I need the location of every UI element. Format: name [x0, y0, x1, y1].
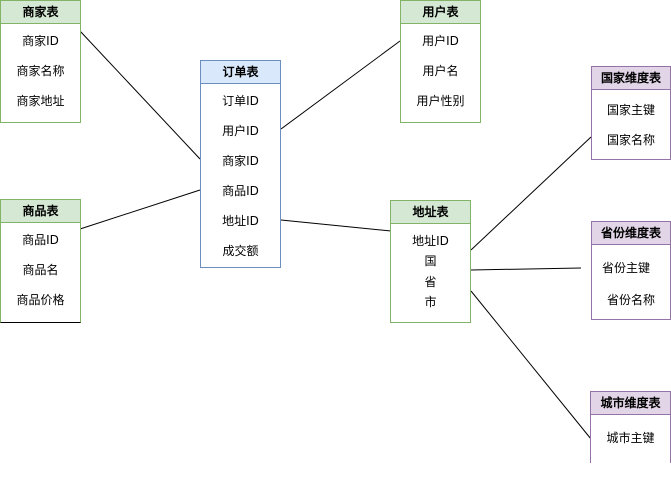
order-table[interactable]: 订单表 订单ID 用户ID 商家ID 商品ID 地址ID 成交额 — [200, 60, 281, 268]
edge-address-city — [470, 290, 592, 440]
city-table-title: 城市维度表 — [591, 392, 670, 415]
province-dimension-table[interactable]: 省份维度表 省份主键 省份名称 — [591, 221, 671, 320]
country-field: 国家名称 — [606, 133, 655, 147]
edge-product-order — [79, 189, 201, 230]
city-field: 城市主键 — [606, 431, 655, 445]
address-field: 市 — [424, 295, 437, 309]
order-field: 地址ID — [222, 214, 259, 228]
address-table[interactable]: 地址表 地址ID 国 省 市 — [390, 200, 471, 323]
product-table-title: 商品表 — [1, 200, 80, 223]
country-table-title: 国家维度表 — [592, 67, 670, 90]
user-field: 用户性别 — [416, 94, 465, 108]
edge-address-province — [470, 267, 582, 271]
province-table-title: 省份维度表 — [592, 222, 670, 245]
user-field: 用户ID — [422, 34, 459, 48]
order-field: 成交额 — [222, 244, 259, 258]
user-field: 用户名 — [422, 64, 459, 78]
merchant-field: 商家名称 — [16, 64, 65, 78]
merchant-field: 商家地址 — [16, 94, 65, 108]
product-field: 商品名 — [22, 263, 59, 277]
order-field: 商品ID — [222, 184, 259, 198]
address-field: 国 — [424, 254, 437, 268]
address-field: 省 — [424, 275, 437, 289]
user-table-title: 用户表 — [401, 1, 480, 24]
order-table-title: 订单表 — [201, 61, 280, 84]
edge-order-address — [280, 219, 392, 232]
address-table-title: 地址表 — [391, 201, 470, 224]
edge-merchant-order — [79, 30, 201, 160]
merchant-table-title: 商家表 — [1, 1, 80, 24]
order-field: 订单ID — [222, 94, 259, 108]
province-field: 省份名称 — [606, 293, 655, 307]
country-field: 国家主键 — [606, 103, 655, 117]
merchant-table[interactable]: 商家表 商家ID 商家名称 商家地址 — [0, 0, 81, 123]
edge-user-order — [280, 40, 401, 130]
country-dimension-table[interactable]: 国家维度表 国家主键 国家名称 — [591, 66, 671, 160]
province-field: 省份主键 — [601, 261, 650, 275]
product-field: 商品ID — [22, 233, 59, 247]
edge-address-country — [470, 136, 592, 251]
address-field: 地址ID — [412, 234, 449, 248]
order-field: 商家ID — [222, 154, 259, 168]
product-table[interactable]: 商品表 商品ID 商品名 商品价格 — [0, 199, 81, 323]
city-dimension-table[interactable]: 城市维度表 城市主键 — [590, 391, 671, 463]
merchant-field: 商家ID — [22, 34, 59, 48]
order-field: 用户ID — [222, 124, 259, 138]
product-field: 商品价格 — [16, 293, 65, 307]
user-table[interactable]: 用户表 用户ID 用户名 用户性别 — [400, 0, 481, 123]
